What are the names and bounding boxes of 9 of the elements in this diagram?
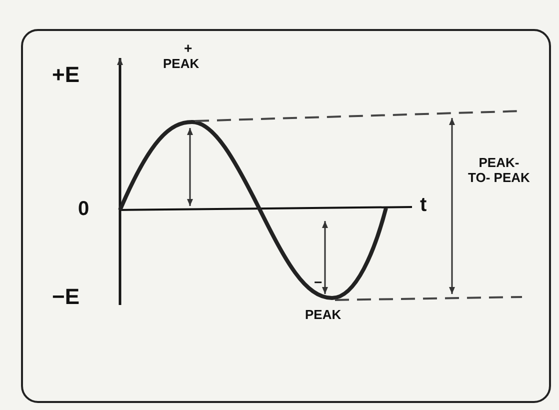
axis-label: +E <box>52 62 80 88</box>
axis-label: 0 <box>78 198 90 221</box>
sign-mark: − <box>314 274 322 290</box>
axis-label: −E <box>52 284 80 310</box>
axis-label: t <box>420 194 427 217</box>
peak-label: PEAK <box>305 308 342 323</box>
peak-label: PEAK <box>163 57 200 72</box>
peak-to-peak-label: PEAK- TO- PEAK <box>468 156 530 186</box>
sign-mark: + <box>184 40 192 56</box>
